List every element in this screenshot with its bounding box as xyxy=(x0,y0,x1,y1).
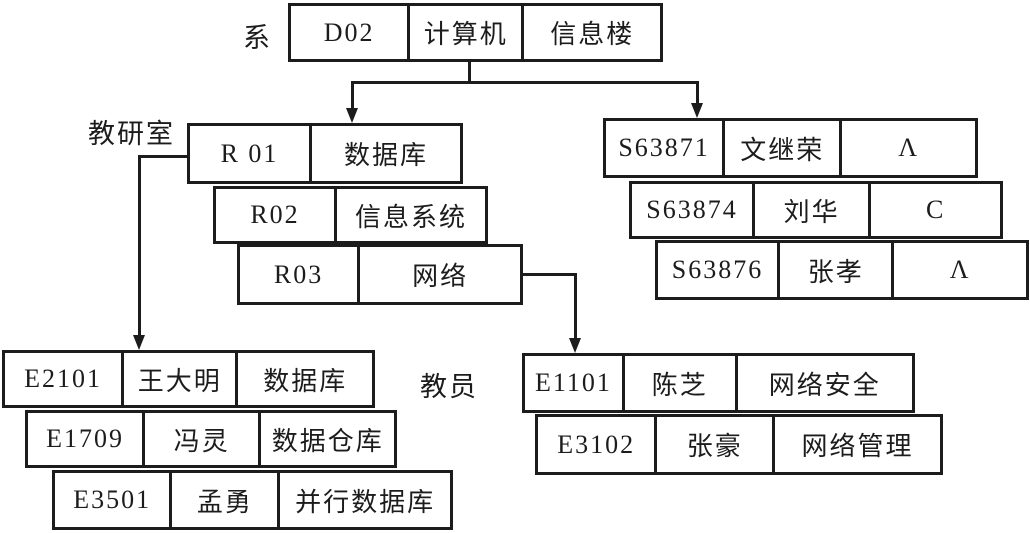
record-cell-id: S63871 xyxy=(618,133,710,162)
record-cell-name: 冯灵 xyxy=(142,413,258,465)
record-student-s63876: S63876 张孝 Λ xyxy=(655,240,1029,300)
connector-r03-to-teacher xyxy=(574,273,577,338)
arrow-down-icon xyxy=(569,338,581,353)
record-cell-name: 计算机 xyxy=(407,6,521,59)
record-cell-name: 文继荣 xyxy=(722,121,839,175)
connector-r01-to-teacher xyxy=(138,155,141,335)
arrow-down-icon xyxy=(346,108,358,123)
record-cell-id: E2101 xyxy=(24,364,103,393)
record-cell-name: 陈芝 xyxy=(621,356,735,410)
record-cell-name: 数据库 xyxy=(308,126,460,181)
record-cell-field: 网络安全 xyxy=(734,356,913,410)
connector-dept-drop xyxy=(468,60,471,83)
record-teacher-e3102: E3102 张豪 网络管理 xyxy=(535,414,943,475)
label-research-office: 教研室 xyxy=(88,119,175,149)
connector-dept-branch xyxy=(351,81,699,84)
record-student-s63871: S63871 文继荣 Λ xyxy=(603,118,978,178)
record-cell-field: 数据仓库 xyxy=(258,413,394,465)
connector-r03-stub xyxy=(521,273,577,276)
record-teacher-e3501: E3501 孟勇 并行数据库 xyxy=(52,470,453,530)
record-office-r01: R 01 数据库 xyxy=(187,123,463,184)
record-teacher-e1709: E1709 冯灵 数据仓库 xyxy=(25,410,397,468)
label-department: 系 xyxy=(243,23,272,53)
record-cell-name: 网络 xyxy=(357,247,520,302)
record-cell-name: 张孝 xyxy=(777,243,891,297)
record-office-r02: R02 信息系统 xyxy=(213,186,488,244)
record-cell-name: 孟勇 xyxy=(169,473,277,527)
record-cell-id: E3501 xyxy=(73,485,152,514)
connector-dept-to-student xyxy=(696,81,699,103)
record-cell-pointer: Λ xyxy=(891,243,1026,297)
record-student-s63874: S63874 刘华 C xyxy=(629,181,1003,239)
record-cell-id: R03 xyxy=(273,259,324,289)
record-cell-field: 网络管理 xyxy=(772,417,940,472)
record-cell-name: 信息系统 xyxy=(334,189,485,241)
record-cell-location: 信息楼 xyxy=(521,6,660,59)
record-cell-name: 张豪 xyxy=(654,417,772,472)
record-cell-name: 王大明 xyxy=(121,353,235,405)
label-teacher: 教员 xyxy=(420,372,478,402)
record-cell-field: 并行数据库 xyxy=(277,473,450,527)
record-teacher-e1101: E1101 陈芝 网络安全 xyxy=(522,353,915,413)
record-cell-id: S63876 xyxy=(671,255,764,284)
record-cell-id: E1709 xyxy=(46,424,125,453)
record-cell-id: R02 xyxy=(250,200,300,229)
record-dept-d02: D02 计算机 信息楼 xyxy=(288,3,663,62)
record-cell-id: R 01 xyxy=(220,138,279,168)
record-cell-pointer: C xyxy=(868,184,1000,236)
record-cell-name: 刘华 xyxy=(752,184,868,236)
record-cell-id: D02 xyxy=(323,17,375,47)
connector-dept-to-office xyxy=(351,81,354,108)
record-cell-field: 数据库 xyxy=(235,353,372,405)
record-cell-id: E3102 xyxy=(557,429,636,459)
record-cell-id: S63874 xyxy=(646,195,738,224)
record-office-r03: R03 网络 xyxy=(237,244,523,305)
record-cell-id: E1101 xyxy=(535,368,612,397)
record-cell-pointer: Λ xyxy=(839,121,975,175)
arrow-down-icon xyxy=(691,103,703,118)
record-teacher-e2101: E2101 王大明 数据库 xyxy=(2,350,375,408)
connector-r01-stub xyxy=(138,155,190,158)
arrow-down-icon xyxy=(133,335,145,350)
